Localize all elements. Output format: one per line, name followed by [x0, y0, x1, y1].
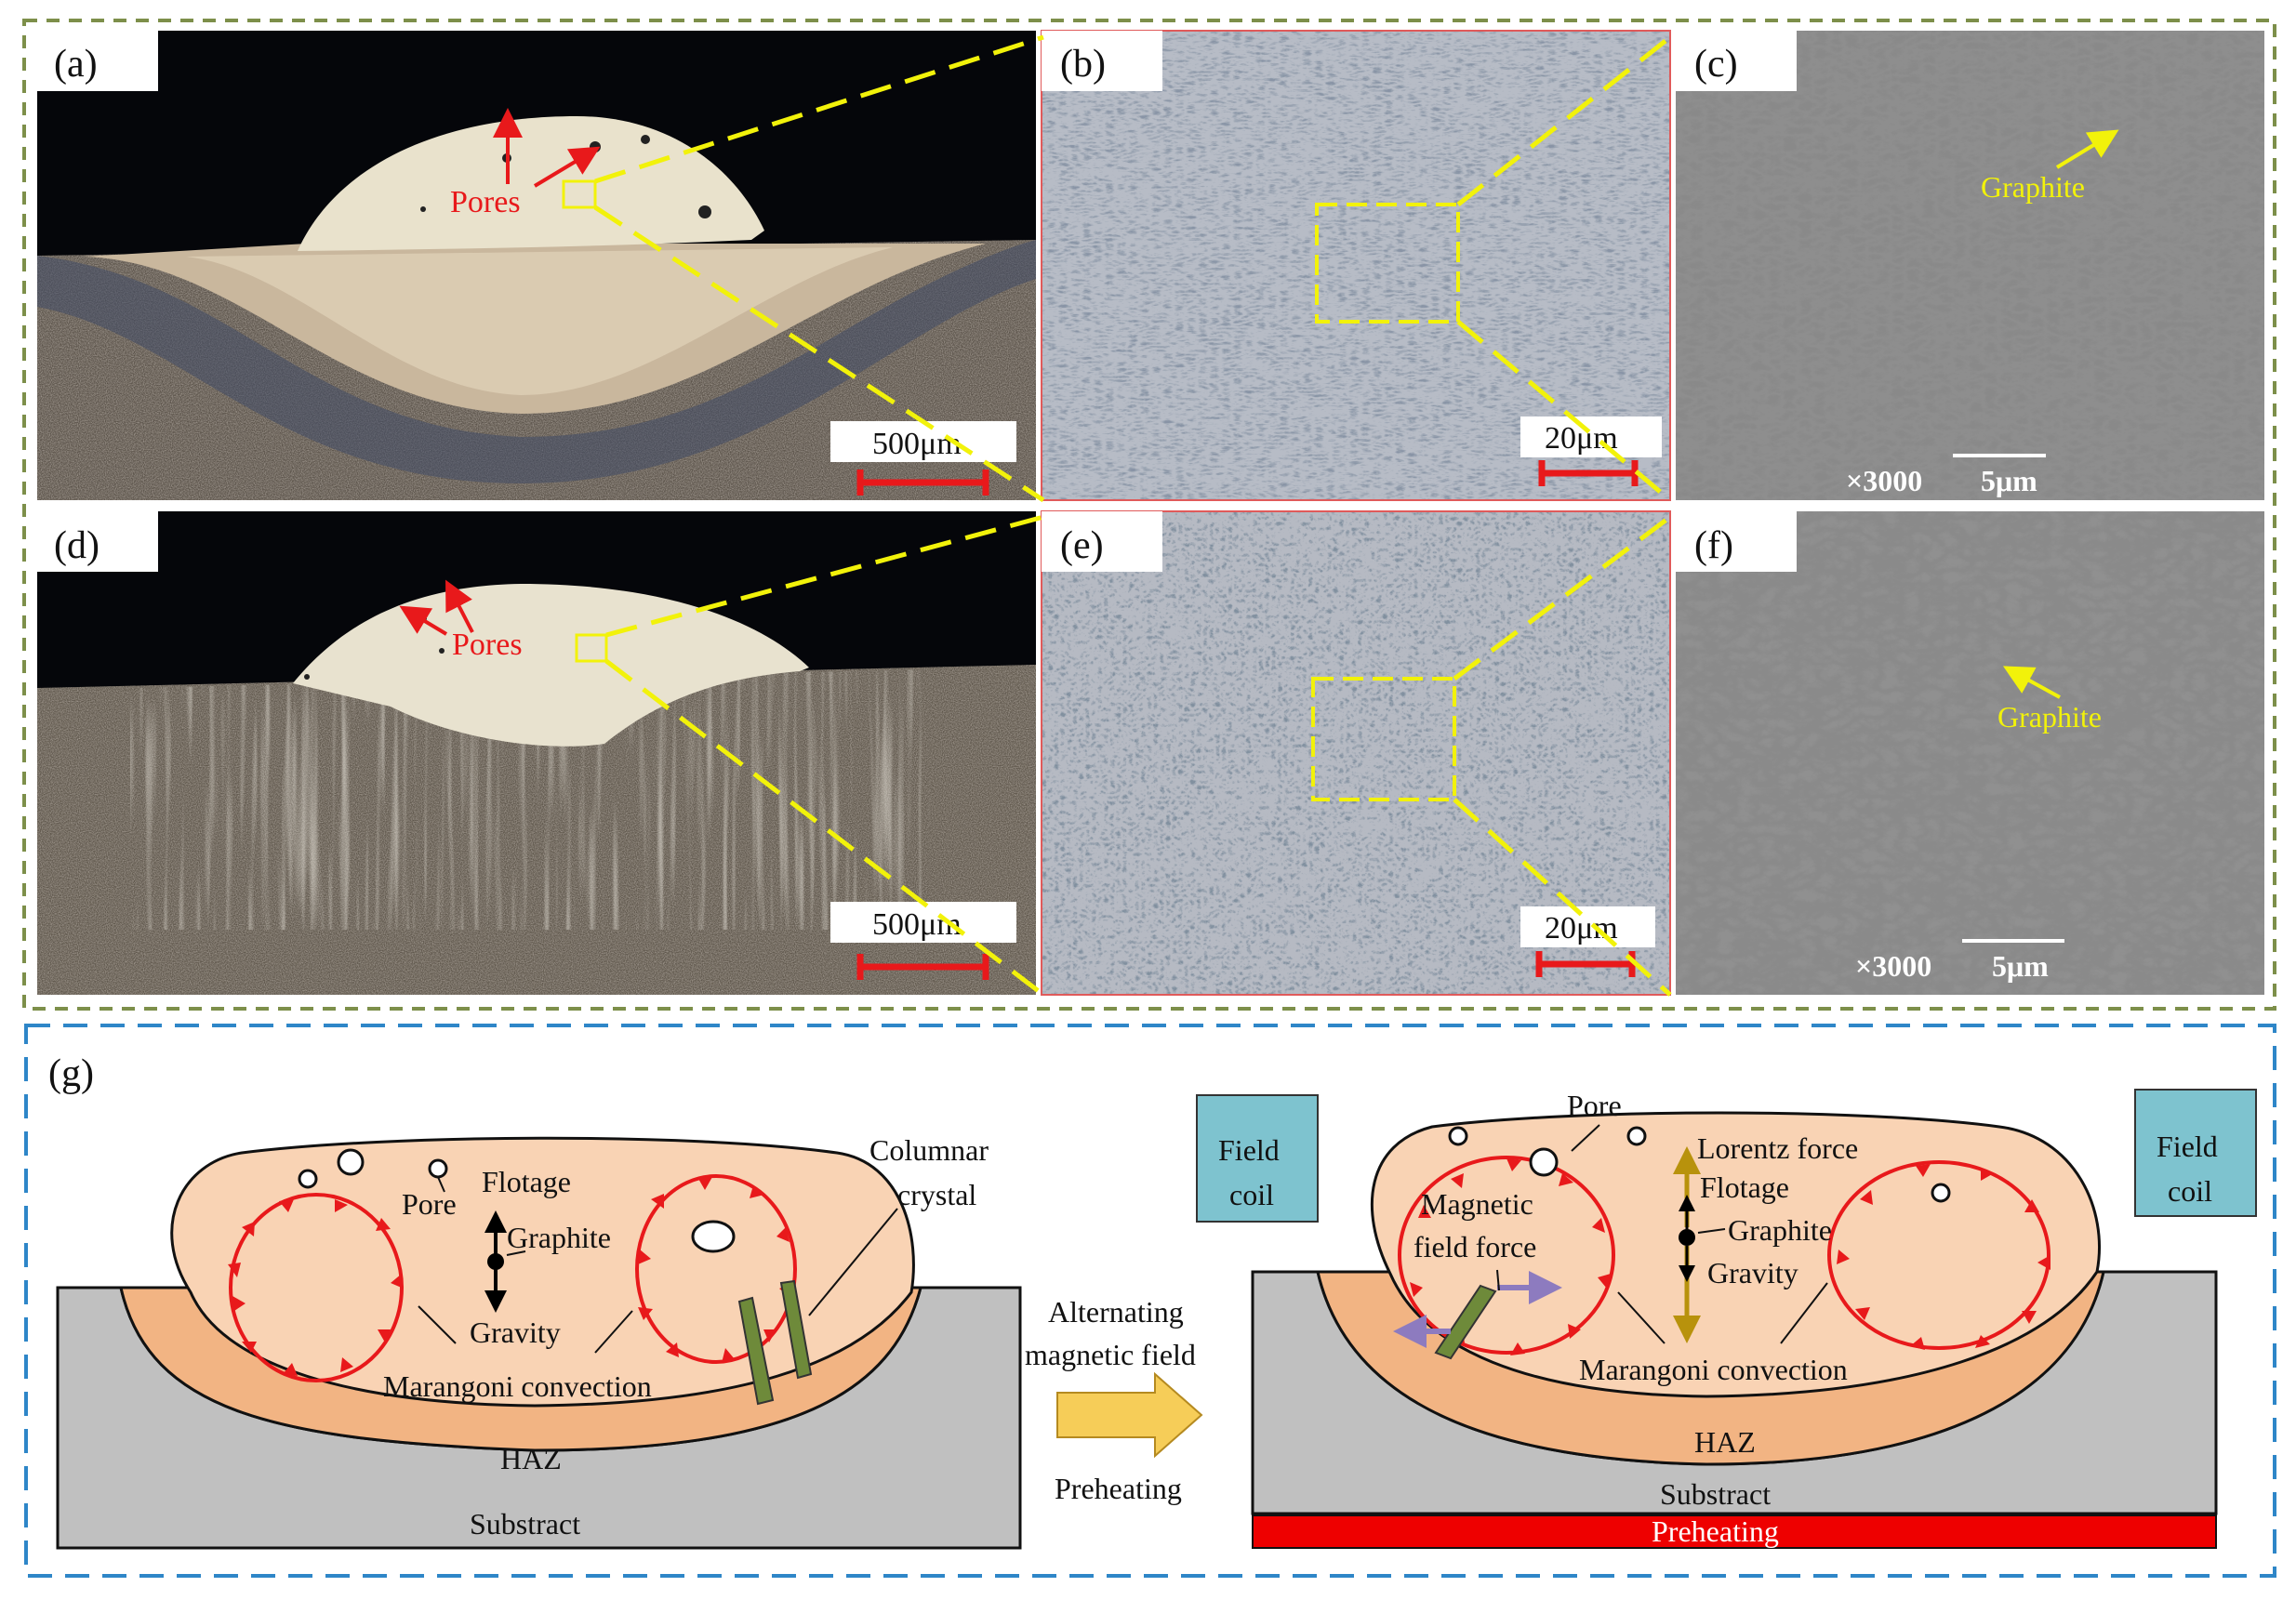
- transition-label-3: Preheating: [1055, 1472, 1182, 1505]
- panel-a: (a) Pores 500μm: [37, 31, 1036, 500]
- left-gravity-label: Gravity: [470, 1316, 561, 1349]
- panel-g-label: (g): [48, 1052, 94, 1095]
- zoom-callouts: [593, 34, 1672, 997]
- panel-c-graphite-label: Graphite: [1981, 170, 2085, 204]
- transition-label-1: Alternating: [1048, 1295, 1184, 1329]
- right-magnetic-label-1: Magnetic: [1421, 1187, 1533, 1221]
- panel-c: (c) Graphite ×3000 5μm: [1676, 31, 2264, 500]
- right-pore-label: Pore: [1567, 1089, 1622, 1122]
- left-coil-label-1: Field: [1218, 1133, 1280, 1167]
- right-lorentz-label: Lorentz force: [1697, 1131, 1858, 1165]
- right-magnetic-label-2: field force: [1413, 1230, 1536, 1263]
- panel-d-scale-label: 500μm: [872, 907, 962, 942]
- panel-e-scale-label: 20μm: [1545, 911, 1618, 945]
- left-coil-label-2: coil: [1229, 1178, 1274, 1211]
- transition-arrow: Alternating magnetic field Preheating: [1025, 1295, 1203, 1505]
- panel-d: (d) Pores 500μm: [37, 511, 1036, 995]
- panel-c-magnification: ×3000: [1846, 464, 1922, 497]
- right-coil-label-1: Field: [2157, 1130, 2218, 1163]
- panel-d-label: (d): [54, 524, 100, 567]
- panel-a-scale-label: 500μm: [872, 427, 962, 461]
- transition-arrow-icon: [1056, 1371, 1203, 1459]
- left-flotage-label: Flotage: [482, 1165, 571, 1198]
- panel-f-scale-label: 5μm: [1992, 949, 2049, 983]
- right-haz-label: HAZ: [1694, 1425, 1756, 1459]
- panel-c-label: (c): [1694, 43, 1738, 86]
- panel-f-label: (f): [1694, 524, 1733, 567]
- left-columnar-label-2: crystal: [897, 1178, 976, 1211]
- left-pore-label: Pore: [402, 1187, 457, 1221]
- panel-b-label: (b): [1060, 43, 1106, 86]
- left-marangoni-label: Marangoni convection: [383, 1369, 652, 1403]
- left-columnar-label-1: Columnar: [869, 1133, 989, 1167]
- panel-e: (e) 20μm: [1041, 510, 1671, 996]
- right-coil-label-2: coil: [2168, 1174, 2212, 1208]
- right-substrate-label: Substract: [1660, 1477, 1771, 1511]
- top-frame: [22, 19, 2276, 1011]
- panel-b: (b) 20μm: [1041, 30, 1671, 501]
- panel-f: (f) Graphite ×3000 5μm: [1676, 511, 2264, 995]
- right-graphite-label: Graphite: [1728, 1213, 1832, 1247]
- schematic-magnetic: Preheating Field coil Field coil: [1196, 1089, 2257, 1549]
- left-haz-label: HAZ: [500, 1442, 562, 1475]
- panel-a-label: (a): [54, 43, 98, 86]
- left-substrate-label: Substract: [470, 1507, 580, 1540]
- panel-f-graphite-label: Graphite: [1997, 700, 2102, 734]
- right-flotage-label: Flotage: [1700, 1170, 1789, 1204]
- panel-c-scale-label: 5μm: [1981, 464, 2037, 497]
- right-preheating-bar-label: Preheating: [1652, 1514, 1779, 1548]
- panel-a-pores-label: Pores: [450, 185, 521, 219]
- panel-e-label: (e): [1060, 524, 1104, 567]
- right-gravity-label: Gravity: [1707, 1256, 1798, 1289]
- schematic-conventional: Pore Flotage Graphite Gravity Marangoni …: [56, 1133, 1022, 1550]
- panel-f-magnification: ×3000: [1855, 949, 1931, 983]
- left-graphite-label: Graphite: [507, 1221, 611, 1254]
- right-marangoni-label: Marangoni convection: [1579, 1353, 1848, 1386]
- bottom-frame: [24, 1024, 2276, 1578]
- transition-label-2: magnetic field: [1025, 1338, 1196, 1371]
- panel-d-pores-label: Pores: [452, 628, 523, 662]
